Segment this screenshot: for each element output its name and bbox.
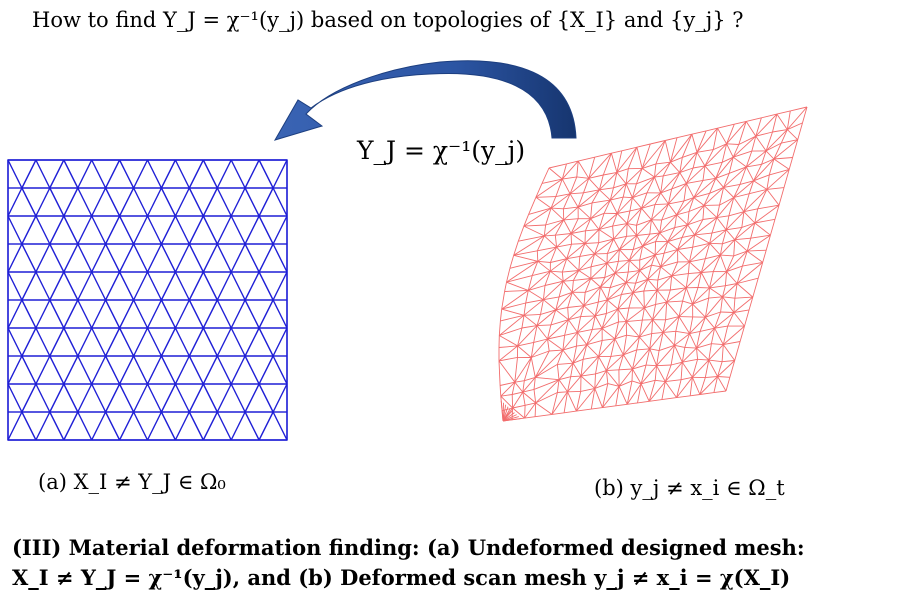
- bottom-caption-line1: (III) Material deformation finding: (a) …: [12, 535, 805, 560]
- bottom-caption: (III) Material deformation finding: (a) …: [12, 533, 805, 593]
- caption-a: (a) X_I ≠ Y_J ∈ Ω₀: [38, 470, 226, 494]
- center-formula: Y_J = χ⁻¹(y_j): [357, 136, 526, 165]
- deformed-mesh: [498, 106, 808, 422]
- caption-b: (b) y_j ≠ x_i ∈ Ω_t: [594, 476, 785, 500]
- undeformed-mesh: [7, 159, 288, 441]
- bottom-caption-line2: X_I ≠ Y_J = χ⁻¹(y_j), and (b) Deformed s…: [12, 565, 791, 590]
- curved-arrow-icon: [273, 60, 577, 141]
- top-question: How to find Y_J = χ⁻¹(y_j) based on topo…: [32, 8, 744, 32]
